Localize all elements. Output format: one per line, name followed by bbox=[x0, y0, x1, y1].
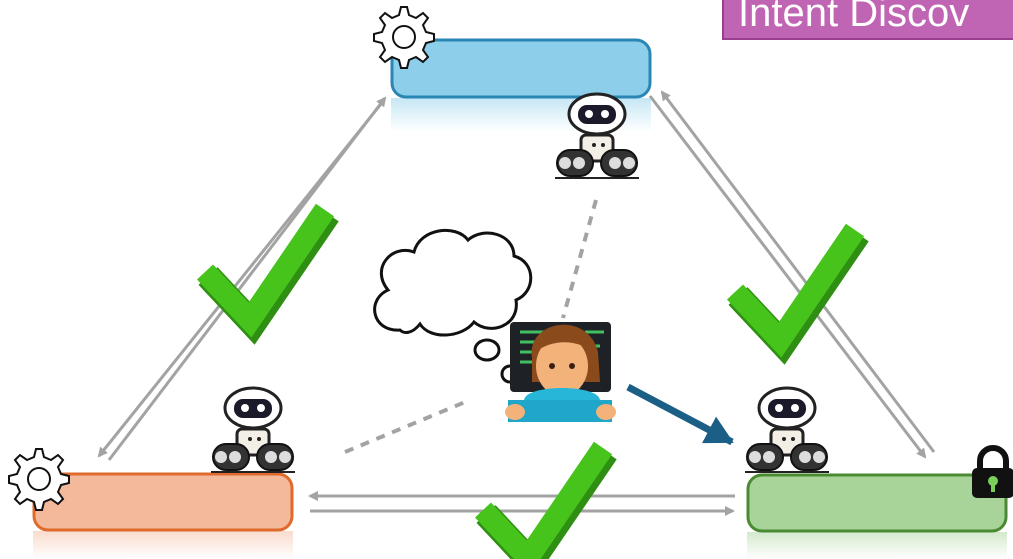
node-bottom-right bbox=[746, 445, 1013, 559]
gear-icon bbox=[8, 448, 70, 511]
dashed-link-top bbox=[561, 199, 598, 319]
edge-bottom-left-bottom-right bbox=[308, 491, 735, 516]
robot-icon-bottom-right bbox=[743, 386, 831, 474]
node-bottom-left bbox=[8, 448, 294, 559]
node-bottom-right-box bbox=[746, 473, 1008, 533]
check-icon-bottom bbox=[483, 448, 606, 559]
edge-top-bottom-left bbox=[97, 96, 387, 461]
pointer-arrow bbox=[626, 383, 734, 446]
node-bottom-left-box bbox=[32, 472, 294, 532]
gear-icon bbox=[373, 6, 435, 69]
lock-icon bbox=[972, 445, 1013, 498]
thought-cloud-icon bbox=[373, 229, 533, 384]
banner-title: Intent Discov bbox=[722, 0, 1013, 40]
check-icon-left bbox=[205, 210, 328, 324]
person-at-laptop-icon bbox=[505, 322, 616, 422]
dashed-link-left bbox=[344, 398, 471, 454]
edge-top-bottom-right bbox=[648, 90, 936, 459]
node-top-box bbox=[390, 38, 652, 99]
robot-icon-bottom-left bbox=[209, 386, 297, 474]
